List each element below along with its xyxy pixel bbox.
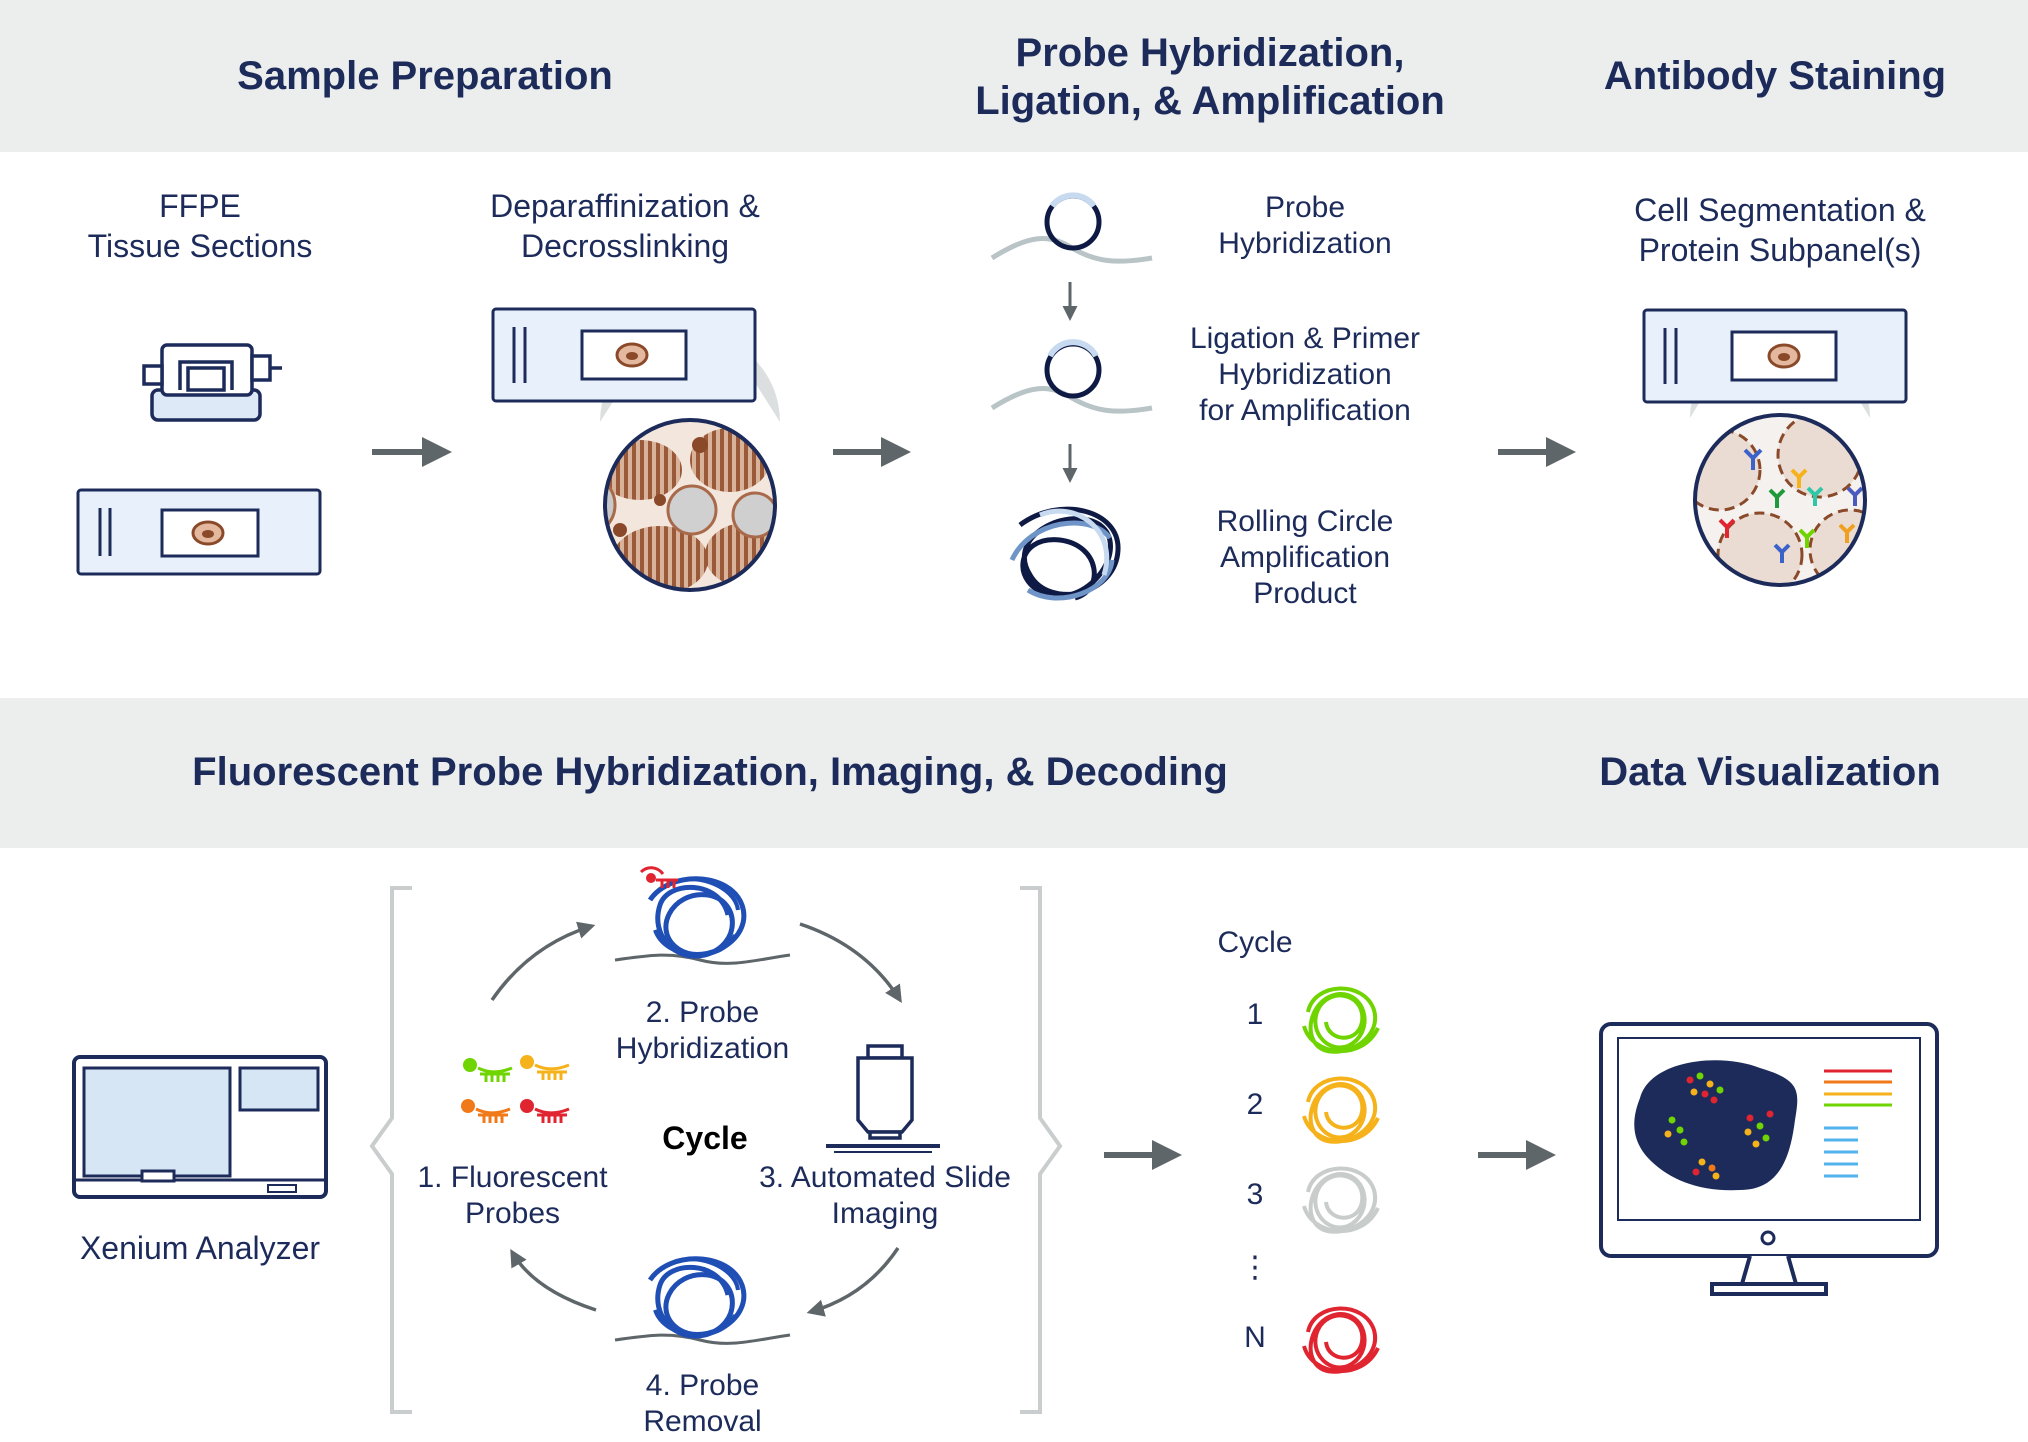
header-probe-hybridization: Probe Hybridization, Ligation, & Amplifi… (975, 31, 1445, 123)
microtome-icon (142, 343, 282, 422)
data-points (1664, 1072, 1774, 1180)
label-xenium-analyzer: Xenium Analyzer (79, 1230, 321, 1266)
probe-hybridization-icon (990, 192, 1153, 264)
cycle-coil-3 (1302, 1166, 1380, 1234)
antibody-slide-icon (1642, 308, 1908, 418)
cycle-number-n: N (1244, 1321, 1266, 1354)
label-step2-probe-hybridization: 2. Probe Hybridization (615, 996, 790, 1065)
cycle-arrow-2-to-3 (799, 922, 902, 1003)
cycle-number-3: 3 (1246, 1178, 1264, 1211)
label-cycle-header: Cycle (1217, 926, 1293, 959)
bottom-header-band (0, 698, 2028, 848)
ligation-icon (990, 339, 1153, 414)
tissue-magnifier-icon (603, 418, 777, 592)
cycle-bracket-right (1020, 886, 1063, 1414)
cycle-arrow-1-to-2 (490, 921, 596, 1001)
label-cell-segmentation: Cell Segmentation & Protein Subpanel(s) (1634, 192, 1926, 268)
fluorescent-probes-icon (461, 1055, 570, 1123)
cycle-bracket-left (369, 886, 412, 1414)
deparaffin-slide-icon (491, 307, 780, 422)
legend-lines (1824, 1069, 1892, 1178)
cycle-number-1: 1 (1246, 998, 1264, 1031)
cycle-coils (1302, 986, 1380, 1374)
header-antibody-staining: Antibody Staining (1603, 54, 1947, 98)
cycle-number-ellipsis: ⋮ (1240, 1251, 1270, 1284)
top-header-band (0, 0, 2028, 152)
cycle-coil-1 (1302, 986, 1380, 1054)
monitor-icon (1599, 1022, 1939, 1296)
header-data-visualization: Data Visualization (1599, 750, 1941, 794)
cell-magnifier-icon (1693, 413, 1867, 587)
label-ligation-primer: Ligation & Primer Hybridization for Ampl… (1189, 322, 1421, 427)
cycle-arrow-3-to-4 (806, 1247, 900, 1317)
label-step4-probe-removal: 4. Probe Removal (643, 1369, 762, 1438)
probe-removal-coil-icon (614, 1256, 791, 1345)
ffpe-slide-icon (76, 488, 322, 576)
xenium-analyzer-icon (72, 1055, 328, 1199)
label-step3-automated-imaging: 3. Automated Slide Imaging (759, 1161, 1011, 1230)
label-probe-hybridization: Probe Hybridization (1218, 191, 1392, 260)
cycle-arrow-4-to-1 (510, 1248, 597, 1312)
header-sample-preparation: Sample Preparation (237, 54, 613, 98)
label-ffpe-tissue-sections: FFPE Tissue Sections (87, 188, 313, 264)
rolling-circle-product-icon (1009, 506, 1121, 601)
label-deparaffinization: Deparaffinization & Decrosslinking (490, 188, 760, 264)
label-step1-fluorescent-probes: 1. Fluorescent Probes (417, 1161, 608, 1230)
cycle-number-2: 2 (1246, 1088, 1264, 1121)
label-cycle-center: Cycle (662, 1120, 748, 1156)
microscope-icon (826, 1044, 940, 1153)
cycle-coil-2 (1302, 1076, 1380, 1144)
header-fluorescent-probe: Fluorescent Probe Hybridization, Imaging… (192, 750, 1228, 794)
cycle-coil-n (1302, 1306, 1380, 1374)
probe-hybridization-coil-icon (614, 866, 791, 965)
label-rolling-circle: Rolling Circle Amplification Product (1216, 505, 1394, 610)
